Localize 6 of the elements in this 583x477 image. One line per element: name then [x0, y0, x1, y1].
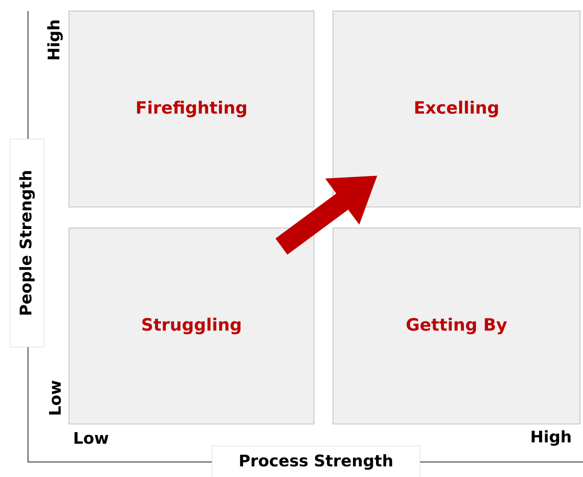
axis-title: Process Strength [212, 446, 420, 477]
axis-title: People Strength [10, 138, 44, 348]
quadrant-box: Firefighting [68, 10, 314, 208]
quadrant-box: Struggling [68, 228, 314, 424]
quadrant-box: Getting By [332, 228, 580, 424]
quadrant-box: Excelling [332, 10, 580, 208]
